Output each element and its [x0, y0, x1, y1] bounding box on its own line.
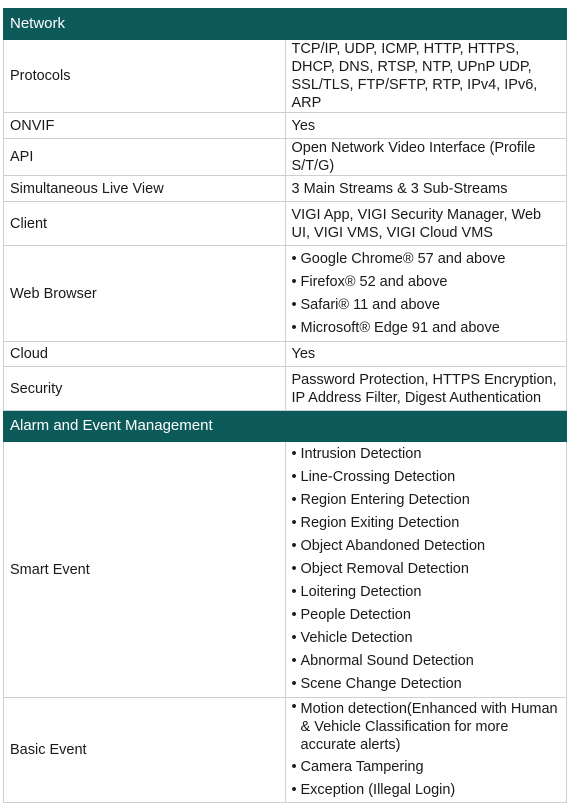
row-label: Simultaneous Live View: [3, 175, 286, 202]
row-value: Intrusion Detection Line-Crossing Detect…: [284, 441, 567, 698]
list-item: Safari® 11 and above: [292, 294, 561, 317]
row-label: Smart Event: [3, 441, 286, 698]
row-smart-event: Smart Event Intrusion Detection Line-Cro…: [3, 441, 567, 698]
row-api: API Open Network Video Interface (Profil…: [3, 138, 567, 176]
browser-list: Google Chrome® 57 and above Firefox® 52 …: [292, 248, 561, 340]
row-security: Security Password Protection, HTTPS Encr…: [3, 366, 567, 411]
row-label: Web Browser: [3, 245, 286, 342]
row-label: Protocols: [3, 39, 286, 113]
list-item: Region Exiting Detection: [292, 512, 561, 535]
row-web-browser: Web Browser Google Chrome® 57 and above …: [3, 245, 567, 342]
row-label: Security: [3, 366, 286, 411]
row-protocols: Protocols TCP/IP, UDP, ICMP, HTTP, HTTPS…: [3, 39, 567, 113]
spec-table-container: Network Protocols TCP/IP, UDP, ICMP, HTT…: [3, 8, 567, 803]
list-item: Motion detection(Enhanced with Human & V…: [292, 698, 561, 756]
list-item: Intrusion Detection: [292, 443, 561, 466]
list-item: Loitering Detection: [292, 581, 561, 604]
row-basic-event: Basic Event Motion detection(Enhanced wi…: [3, 697, 567, 803]
basic-event-list: Motion detection(Enhanced with Human & V…: [292, 698, 561, 802]
list-item: Firefox® 52 and above: [292, 271, 561, 294]
section-title: Network: [3, 8, 567, 40]
section-title: Alarm and Event Management: [3, 410, 567, 442]
row-value: Google Chrome® 57 and above Firefox® 52 …: [284, 245, 567, 342]
row-value: Yes: [284, 112, 567, 139]
row-label: Cloud: [3, 341, 286, 367]
row-value: Yes: [284, 341, 567, 367]
section-network: Network: [3, 8, 567, 40]
list-item: Microsoft® Edge 91 and above: [292, 317, 561, 340]
section-alarm: Alarm and Event Management: [3, 410, 567, 442]
row-label: Client: [3, 201, 286, 246]
row-value: Password Protection, HTTPS Encryption, I…: [284, 366, 567, 411]
list-item: Object Abandoned Detection: [292, 535, 561, 558]
list-item: Google Chrome® 57 and above: [292, 248, 561, 271]
row-value: 3 Main Streams & 3 Sub-Streams: [284, 175, 567, 202]
row-onvif: ONVIF Yes: [3, 112, 567, 139]
row-client: Client VIGI App, VIGI Security Manager, …: [3, 201, 567, 246]
row-label: Basic Event: [3, 697, 286, 803]
row-label: API: [3, 138, 286, 176]
row-value: Motion detection(Enhanced with Human & V…: [284, 697, 567, 803]
row-cloud: Cloud Yes: [3, 341, 567, 367]
list-item: Abnormal Sound Detection: [292, 650, 561, 673]
list-item: Camera Tampering: [292, 756, 561, 779]
list-item: Exception (Illegal Login): [292, 779, 561, 802]
spec-table: Network Protocols TCP/IP, UDP, ICMP, HTT…: [3, 8, 567, 803]
row-live-view: Simultaneous Live View 3 Main Streams & …: [3, 175, 567, 202]
list-item: Line-Crossing Detection: [292, 466, 561, 489]
list-item: Scene Change Detection: [292, 673, 561, 696]
list-item: Object Removal Detection: [292, 558, 561, 581]
list-item: Vehicle Detection: [292, 627, 561, 650]
row-value: TCP/IP, UDP, ICMP, HTTP, HTTPS, DHCP, DN…: [284, 39, 567, 113]
row-label: ONVIF: [3, 112, 286, 139]
row-value: Open Network Video Interface (Profile S/…: [284, 138, 567, 176]
list-item: Region Entering Detection: [292, 489, 561, 512]
list-item: People Detection: [292, 604, 561, 627]
row-value: VIGI App, VIGI Security Manager, Web UI,…: [284, 201, 567, 246]
smart-event-list: Intrusion Detection Line-Crossing Detect…: [292, 443, 561, 696]
